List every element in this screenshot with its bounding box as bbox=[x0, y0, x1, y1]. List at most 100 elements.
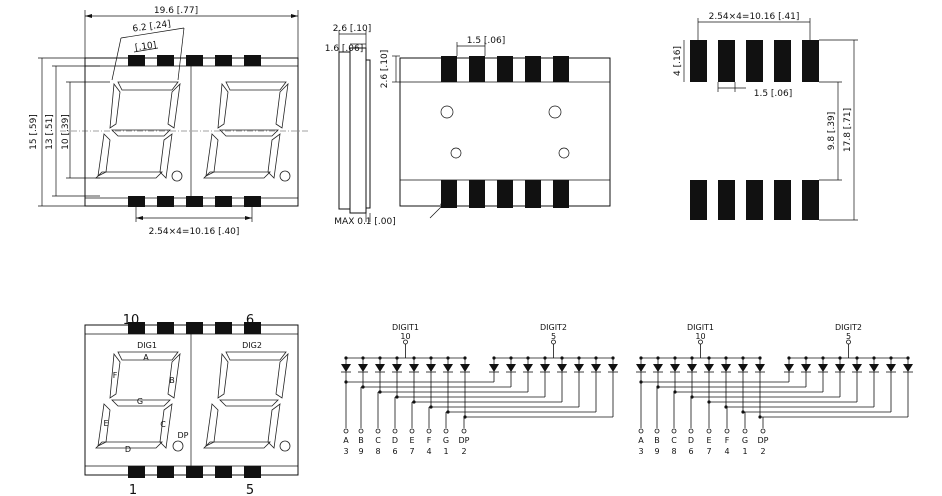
junction-dot bbox=[378, 356, 382, 360]
diode-icon bbox=[591, 364, 601, 372]
segment-label: DP bbox=[758, 436, 769, 445]
digit2-label: DIGIT2 bbox=[540, 323, 567, 332]
pin-label-5: 5 bbox=[246, 483, 254, 496]
pin-terminal bbox=[443, 428, 449, 434]
front-digit-width-dim: 6.2 [.24] bbox=[132, 19, 172, 34]
diode-icon bbox=[818, 364, 828, 372]
junction-dot bbox=[395, 395, 399, 399]
dig2-label: DIG2 bbox=[242, 341, 262, 350]
segment-label: A bbox=[343, 436, 349, 445]
junction-dot bbox=[741, 410, 745, 414]
mount-hole bbox=[440, 105, 454, 119]
junction-dot bbox=[758, 415, 762, 419]
junction-dot bbox=[492, 356, 496, 360]
digit1-pin: 10 bbox=[400, 332, 410, 341]
diode-icon bbox=[755, 364, 765, 372]
pinout-digit-1 bbox=[95, 351, 184, 452]
junction-dot bbox=[724, 356, 728, 360]
pin-number: 7 bbox=[706, 447, 711, 456]
digit2-terminal bbox=[846, 339, 851, 345]
pin-number: 4 bbox=[724, 447, 729, 456]
junction-dot bbox=[889, 356, 893, 360]
pin-terminal bbox=[392, 428, 398, 434]
footprint-pitch-dim: 2.54×4=10.16 [.41] bbox=[709, 12, 800, 22]
footprint-pad-width-dim: 1.5 [.06] bbox=[754, 89, 793, 99]
diode-icon bbox=[687, 364, 697, 372]
junction-dot bbox=[361, 385, 365, 389]
diode-icon bbox=[704, 364, 714, 372]
diode-icon bbox=[540, 364, 550, 372]
diode-icon bbox=[358, 364, 368, 372]
diode-icon bbox=[375, 364, 385, 372]
diode-icon bbox=[608, 364, 618, 372]
diode-icon bbox=[489, 364, 499, 372]
seg-label-g: G bbox=[137, 397, 143, 406]
top-pad-width-dim: 1.5 [.06] bbox=[467, 36, 506, 46]
top-view: 1.5 [.06] 2.6 [.10] bbox=[380, 36, 611, 219]
front-height-dim: 15 [.59] bbox=[29, 114, 39, 150]
front-char-height-dim: 10 [.39] bbox=[61, 114, 71, 150]
segment-label: E bbox=[409, 436, 414, 445]
mount-hole bbox=[548, 105, 562, 119]
junction-dot bbox=[344, 356, 348, 360]
footprint-bottom-pads bbox=[690, 180, 819, 220]
segment-label: G bbox=[742, 436, 748, 445]
pin-terminal bbox=[742, 428, 748, 434]
junction-dot bbox=[509, 356, 513, 360]
diode-icon bbox=[886, 364, 896, 372]
digit1-pin: 10 bbox=[695, 332, 705, 341]
junction-dot bbox=[611, 356, 615, 360]
diode-icon bbox=[426, 364, 436, 372]
junction-dot bbox=[361, 356, 365, 360]
pin-number: 3 bbox=[343, 447, 348, 456]
pin-terminal bbox=[358, 428, 364, 434]
diode-icon bbox=[574, 364, 584, 372]
segment-label: D bbox=[688, 436, 694, 445]
junction-dot bbox=[804, 356, 808, 360]
junction-dot bbox=[906, 356, 910, 360]
segment-label: F bbox=[725, 436, 730, 445]
diode-icon bbox=[835, 364, 845, 372]
pin-terminal bbox=[671, 428, 677, 434]
pin-number: 8 bbox=[671, 447, 676, 456]
segment-label: A bbox=[638, 436, 644, 445]
pin-number: 3 bbox=[638, 447, 643, 456]
diode-icon bbox=[653, 364, 663, 372]
diode-icon bbox=[506, 364, 516, 372]
junction-dot bbox=[707, 356, 711, 360]
dig1-label: DIG1 bbox=[137, 341, 157, 350]
diode-icon bbox=[721, 364, 731, 372]
junction-dot bbox=[656, 356, 660, 360]
pin-terminal bbox=[638, 428, 644, 434]
pcb-footprint: 2.54×4=10.16 [.41] 1.5 [.06] 4 [.16] 9.8… bbox=[673, 12, 858, 221]
junction-dot bbox=[395, 356, 399, 360]
pin-number: 9 bbox=[654, 447, 659, 456]
junction-dot bbox=[463, 356, 467, 360]
junction-dot bbox=[429, 356, 433, 360]
pin-label-10: 10 bbox=[123, 313, 140, 328]
pin-number: 4 bbox=[426, 447, 431, 456]
seg-label-a: A bbox=[143, 353, 149, 362]
segment-label: G bbox=[443, 436, 449, 445]
segment-label: B bbox=[358, 436, 364, 445]
digit2-pin: 5 bbox=[846, 332, 851, 341]
segment-label: C bbox=[671, 436, 677, 445]
front-pin-pitch-dim: 2.54×4=10.16 [.40] bbox=[149, 227, 240, 237]
pin-number: 2 bbox=[760, 447, 765, 456]
front-bottom-pins bbox=[128, 196, 261, 207]
segment-label: C bbox=[375, 436, 381, 445]
digit2-terminal bbox=[551, 339, 556, 345]
diode-icon bbox=[523, 364, 533, 372]
top-pad-height-dim: 2.6 [.10] bbox=[380, 50, 390, 89]
side-lead-dim: 1.6 [.06] bbox=[325, 44, 364, 54]
digit2-label: DIGIT2 bbox=[835, 323, 862, 332]
segment-label: F bbox=[427, 436, 432, 445]
pin-terminal bbox=[760, 428, 766, 434]
junction-dot bbox=[855, 356, 859, 360]
pin-terminal bbox=[375, 428, 381, 434]
junction-dot bbox=[787, 356, 791, 360]
seg-label-b: B bbox=[169, 376, 175, 385]
junction-dot bbox=[429, 405, 433, 409]
segment-label: E bbox=[706, 436, 711, 445]
diode-icon bbox=[443, 364, 453, 372]
